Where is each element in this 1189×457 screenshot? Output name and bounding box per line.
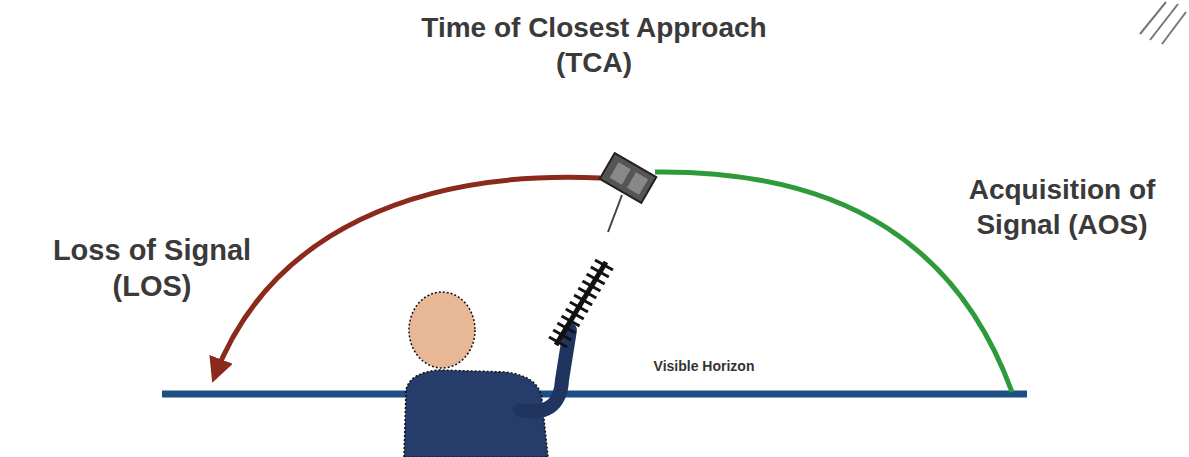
sun-rays bbox=[1140, 2, 1186, 44]
antenna-element bbox=[553, 330, 571, 340]
antenna-element bbox=[595, 260, 613, 270]
antenna-element bbox=[562, 316, 580, 326]
antenna-element bbox=[582, 281, 600, 291]
antenna-element bbox=[557, 323, 575, 333]
antenna-element bbox=[591, 267, 609, 277]
pass-arc-setting bbox=[214, 177, 600, 378]
satellite bbox=[600, 153, 657, 203]
antenna-element bbox=[549, 337, 567, 347]
yagi-antenna bbox=[549, 260, 613, 347]
horizon-line bbox=[162, 391, 1027, 398]
antenna-element bbox=[587, 274, 605, 284]
los-label: Loss of Signal (LOS) bbox=[22, 232, 282, 305]
antenna-element bbox=[574, 295, 592, 305]
person bbox=[404, 292, 570, 457]
aos-label: Acquisition of Signal (AOS) bbox=[967, 172, 1157, 242]
antenna-element bbox=[566, 309, 584, 319]
tca-label: Time of Closest Approach (TCA) bbox=[394, 10, 794, 80]
satellite-antenna bbox=[608, 195, 622, 232]
antenna-element bbox=[570, 302, 588, 312]
horizon-label: Visible Horizon bbox=[619, 358, 789, 376]
antenna-element bbox=[578, 288, 596, 298]
